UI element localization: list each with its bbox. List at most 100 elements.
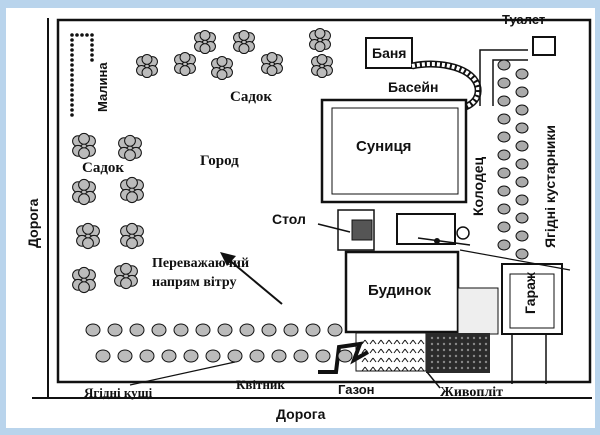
berry-bushes-pointer: [129, 361, 236, 386]
hedge-dot: [484, 336, 488, 340]
tree: [120, 176, 144, 204]
raspberry-dot: [70, 68, 74, 72]
lawn-mark: [388, 339, 393, 345]
hedge-block: [426, 333, 490, 373]
berry-bush: [283, 323, 299, 337]
shrub: [515, 68, 529, 80]
shrub: [515, 176, 529, 188]
raspberry-dot: [70, 63, 74, 67]
walkway-inner: [492, 59, 528, 106]
hedge-dot: [442, 360, 446, 364]
berry-bush: [173, 323, 189, 337]
shrub: [497, 77, 511, 89]
tree: [311, 53, 333, 79]
lawn-mark: [396, 357, 401, 363]
hedge-dot: [472, 354, 476, 358]
lawn-mark: [396, 366, 401, 372]
hedge-dot: [454, 360, 458, 364]
shrub: [497, 59, 511, 71]
berry-bush: [293, 349, 309, 363]
tree: [72, 178, 96, 206]
shrub: [497, 167, 511, 179]
shrub: [515, 230, 529, 242]
berry-bush: [195, 323, 211, 337]
raspberry-dot: [70, 108, 74, 112]
lawn-mark: [380, 357, 385, 363]
berry-bush: [305, 323, 321, 337]
lawn-mark: [420, 366, 425, 372]
flowerbed: [318, 341, 369, 374]
toilet-building: [532, 36, 556, 56]
lawn-mark: [417, 366, 422, 372]
orchard-trees-left: [72, 132, 144, 294]
shrub: [497, 149, 511, 161]
tree: [118, 134, 142, 162]
shrub: [497, 95, 511, 107]
shrub: [497, 185, 511, 197]
raspberry-dot: [90, 58, 94, 62]
raspberry-dot: [70, 38, 74, 42]
berry-bush: [95, 349, 111, 363]
hedge-dot: [472, 366, 476, 370]
shrub: [497, 131, 511, 143]
hedge-pointer: [426, 371, 441, 389]
lawn-mark: [409, 348, 414, 354]
hedge-dot: [478, 348, 482, 352]
shrub: [515, 104, 529, 116]
hedge-dot: [472, 342, 476, 346]
hedge-dot: [436, 354, 440, 358]
lawn-mark: [361, 357, 366, 363]
path-line: [459, 249, 571, 271]
tree: [233, 29, 255, 55]
raspberry-dot: [70, 78, 74, 82]
hedge-dot: [442, 354, 446, 358]
hedge-dot: [442, 348, 446, 352]
hedge-dot: [466, 360, 470, 364]
berry-bush: [161, 349, 177, 363]
lawn-mark: [380, 348, 385, 354]
lawn-mark: [404, 357, 409, 363]
lawn-mark: [385, 366, 390, 372]
lawn-mark: [409, 339, 414, 345]
label-wind-direction: Переважаючий напрям вітру: [152, 256, 250, 290]
tree: [114, 262, 138, 290]
raspberry-dot: [80, 33, 84, 37]
lawn-mark: [372, 366, 377, 372]
hedge-dot: [484, 342, 488, 346]
tree: [120, 222, 144, 250]
shrub: [515, 248, 529, 260]
hedge-dot: [478, 354, 482, 358]
berry-bush: [151, 323, 167, 337]
lawn-mark: [401, 366, 406, 372]
raspberry-hedge: [70, 33, 94, 117]
tree: [72, 132, 96, 160]
lawn-mark: [388, 348, 393, 354]
raspberry-dot: [70, 98, 74, 102]
hedge-dot: [454, 342, 458, 346]
well: [456, 226, 470, 240]
lawn-mark: [393, 366, 398, 372]
lawn-mark: [385, 348, 390, 354]
lawn-mark: [404, 348, 409, 354]
hedge-dot: [442, 342, 446, 346]
table-pointer: [317, 223, 351, 233]
label-toilet: Туалет: [502, 12, 546, 27]
raspberry-dot: [90, 53, 94, 57]
hedge-dot: [484, 348, 488, 352]
hedge-dot: [448, 354, 452, 358]
shrub: [515, 86, 529, 98]
hedge-dot: [460, 354, 464, 358]
berry-shrubs-right: [497, 59, 529, 260]
label-strawberry: Суниця: [356, 138, 412, 155]
lawn-mark: [361, 339, 366, 345]
lawn-mark: [372, 339, 377, 345]
hedge-dot: [478, 336, 482, 340]
raspberry-dot: [70, 93, 74, 97]
raspberry-dot: [70, 48, 74, 52]
berry-bush: [337, 349, 353, 363]
lawn-mark: [404, 366, 409, 372]
tree: [136, 53, 158, 79]
tree: [309, 27, 331, 53]
lawn-mark: [401, 348, 406, 354]
